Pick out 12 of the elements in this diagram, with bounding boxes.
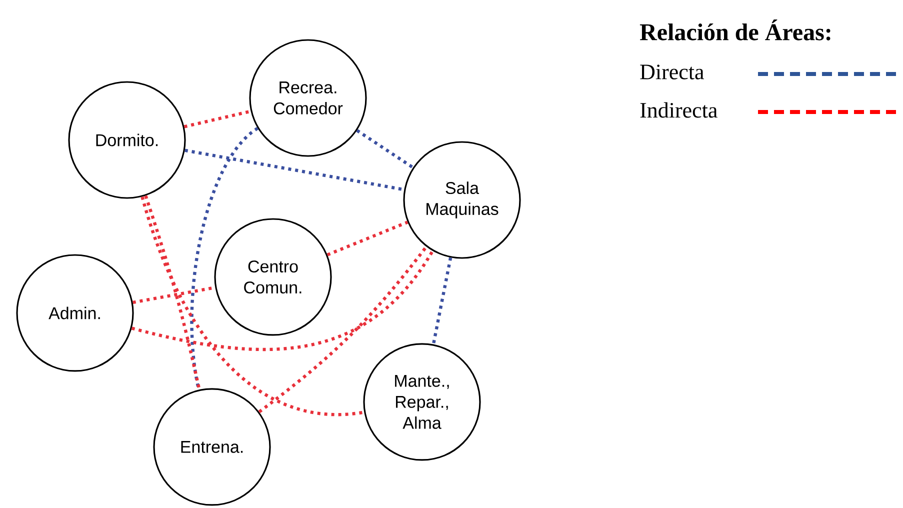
relation-line [326,220,408,256]
legend-title: Relación de Áreas: [640,20,830,40]
legend-label: Indirecta [640,102,718,118]
relation-line [131,250,434,351]
relation-line [184,148,404,192]
relation-line [184,110,252,128]
legend-label: Directa [640,64,704,80]
relation-line [432,257,452,345]
relation-line [144,195,201,390]
relation-line [356,129,414,169]
relation-line [140,196,364,416]
relation-line [258,246,428,414]
